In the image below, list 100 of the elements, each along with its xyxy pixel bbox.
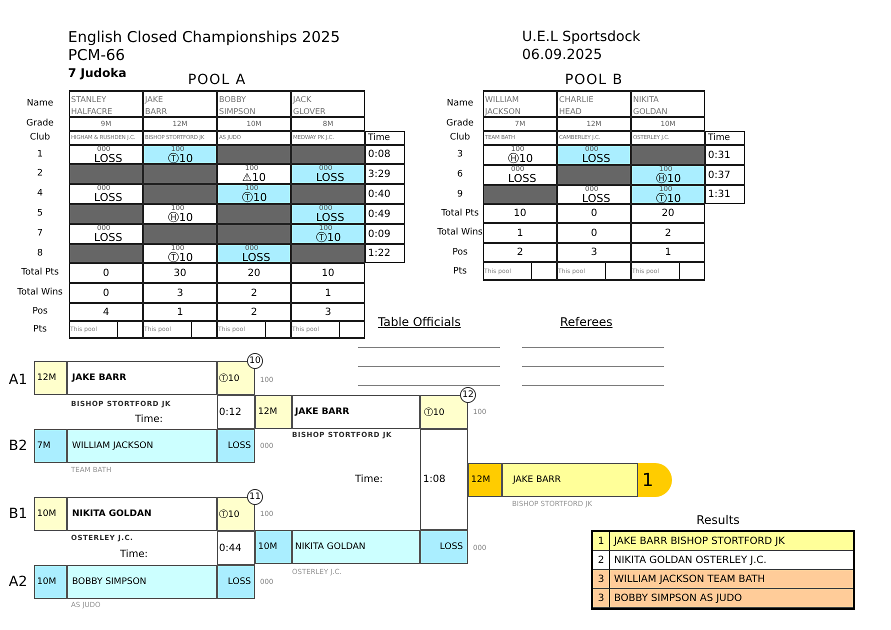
rank-number: 3 — [593, 570, 610, 589]
total-wins: 2 — [217, 283, 291, 303]
match-time: 0:31 — [705, 145, 745, 165]
row-header: Name — [446, 99, 474, 108]
match-number: 8 — [37, 249, 43, 258]
competitor-name: NIKITA GOLDAN — [67, 497, 217, 531]
grade-label: 12M — [468, 463, 502, 497]
competitor-name: JACK GLOVER — [293, 94, 326, 118]
score-label: LOSS — [420, 530, 468, 564]
competitor-name: WILLIAM JACKSON — [67, 429, 217, 463]
match-time: 0:40 — [365, 184, 405, 204]
match-number: 6 — [457, 170, 463, 180]
total-wins: 1 — [291, 283, 365, 303]
section-heading: Referees — [560, 316, 612, 328]
row-header: Pos — [452, 248, 468, 257]
total-points: 10 — [483, 204, 557, 223]
match-time: 0:44 — [217, 531, 255, 565]
position: 2 — [217, 303, 291, 321]
row-header: Grade — [26, 120, 54, 128]
match-number: 4 — [37, 190, 43, 198]
competitor-name: JAKE BARR — [502, 463, 638, 497]
grade-label: 10M — [255, 530, 292, 564]
competitor-count: 7 Judoka — [68, 67, 126, 79]
row-header: Club — [30, 134, 50, 142]
competitor-name: BOBBY SIMPSON — [67, 565, 217, 599]
result-text: Ⓣ10 — [242, 192, 267, 203]
row-header: Club — [450, 134, 470, 142]
row-header: Name — [26, 99, 54, 108]
total-wins: 2 — [631, 223, 705, 243]
competitor-name: JAKE BARR — [67, 361, 217, 395]
result-text: Ⓗ10 — [508, 153, 533, 164]
row-header: Total Wins — [17, 288, 63, 298]
result-text: Ⓗ10 — [656, 173, 681, 184]
match-time: 0:09 — [365, 224, 405, 244]
result-text: LOSS — [242, 252, 270, 263]
result-text: LOSS — [582, 153, 610, 164]
final-rank: 1 — [638, 463, 672, 497]
match-time: 0:49 — [365, 204, 405, 224]
result-text: ⚠10 — [242, 172, 266, 183]
competitor-name: CHARLIE HEAD — [559, 94, 594, 118]
row-header: Grade — [446, 120, 474, 128]
total-wins: 3 — [143, 283, 217, 303]
match-number: 5 — [37, 210, 43, 218]
position: 2 — [483, 243, 557, 262]
position: 1 — [631, 243, 705, 262]
seed-label: A1 — [8, 373, 28, 387]
event-date: 06.09.2025 — [522, 48, 602, 62]
column-header: Time — [705, 131, 745, 145]
match-number: 7 — [37, 230, 43, 238]
competitor-name: NIKITA GOLDAN — [292, 530, 420, 564]
page-title: English Closed Championships 2025 — [68, 30, 340, 45]
match-time: 3:29 — [365, 164, 405, 184]
match-time: 1:08 — [420, 429, 468, 530]
competitor-name: JAKE BARR — [292, 395, 420, 429]
position: 3 — [291, 303, 365, 321]
grade-label: 7M — [34, 429, 67, 463]
grade-label: 10M — [34, 565, 67, 599]
result-text: Ⓣ10 — [168, 153, 193, 164]
column-header: Time — [365, 131, 405, 145]
result-entry: WILLIAM JACKSON TEAM BATH — [610, 570, 853, 589]
row-header: Pts — [33, 326, 47, 334]
rank-number: 2 — [593, 551, 610, 570]
section-heading: Table Officials — [378, 316, 461, 328]
match-number: 11 — [247, 489, 263, 505]
time-label: Time: — [135, 415, 163, 425]
total-wins: 1 — [483, 223, 557, 243]
score-label: LOSS — [217, 429, 255, 463]
total-points: 20 — [631, 204, 705, 223]
total-points: 20 — [217, 263, 291, 283]
seed-label: A2 — [8, 575, 28, 589]
rank-number: 1 — [593, 532, 610, 551]
row-header: Pts — [453, 267, 467, 276]
row-header: Total Pts — [21, 268, 59, 278]
time-label: Time: — [355, 475, 383, 485]
match-time: 0:37 — [705, 165, 745, 185]
competitor-name: STANLEY HALFACRE — [71, 94, 112, 118]
match-time: 1:22 — [365, 244, 405, 263]
total-points: 10 — [291, 263, 365, 283]
pool-title: POOL A — [188, 73, 246, 87]
time-label: Time: — [120, 550, 148, 560]
competitor-name: JAKE BARR — [145, 94, 168, 118]
result-text: Ⓣ10 — [316, 232, 341, 243]
match-number: 3 — [457, 150, 463, 160]
match-time: 0:08 — [365, 145, 405, 164]
position: 3 — [557, 243, 631, 262]
section-heading: Results — [696, 514, 740, 526]
score-label: LOSS — [217, 565, 255, 599]
rank-number: 3 — [593, 589, 610, 608]
pool-title: POOL B — [564, 73, 624, 87]
match-number: 1 — [37, 150, 43, 159]
result-text: LOSS — [94, 232, 122, 243]
seed-label: B1 — [8, 507, 28, 521]
match-time: 1:31 — [705, 185, 745, 204]
result-entry: BOBBY SIMPSON AS JUDO — [610, 589, 853, 608]
match-number: 12 — [460, 387, 476, 403]
result-text: LOSS — [582, 193, 610, 204]
row-header: Total Wins — [437, 228, 483, 238]
match-number: 10 — [247, 353, 263, 369]
grade-label: 10M — [34, 497, 67, 531]
position: 1 — [143, 303, 217, 321]
